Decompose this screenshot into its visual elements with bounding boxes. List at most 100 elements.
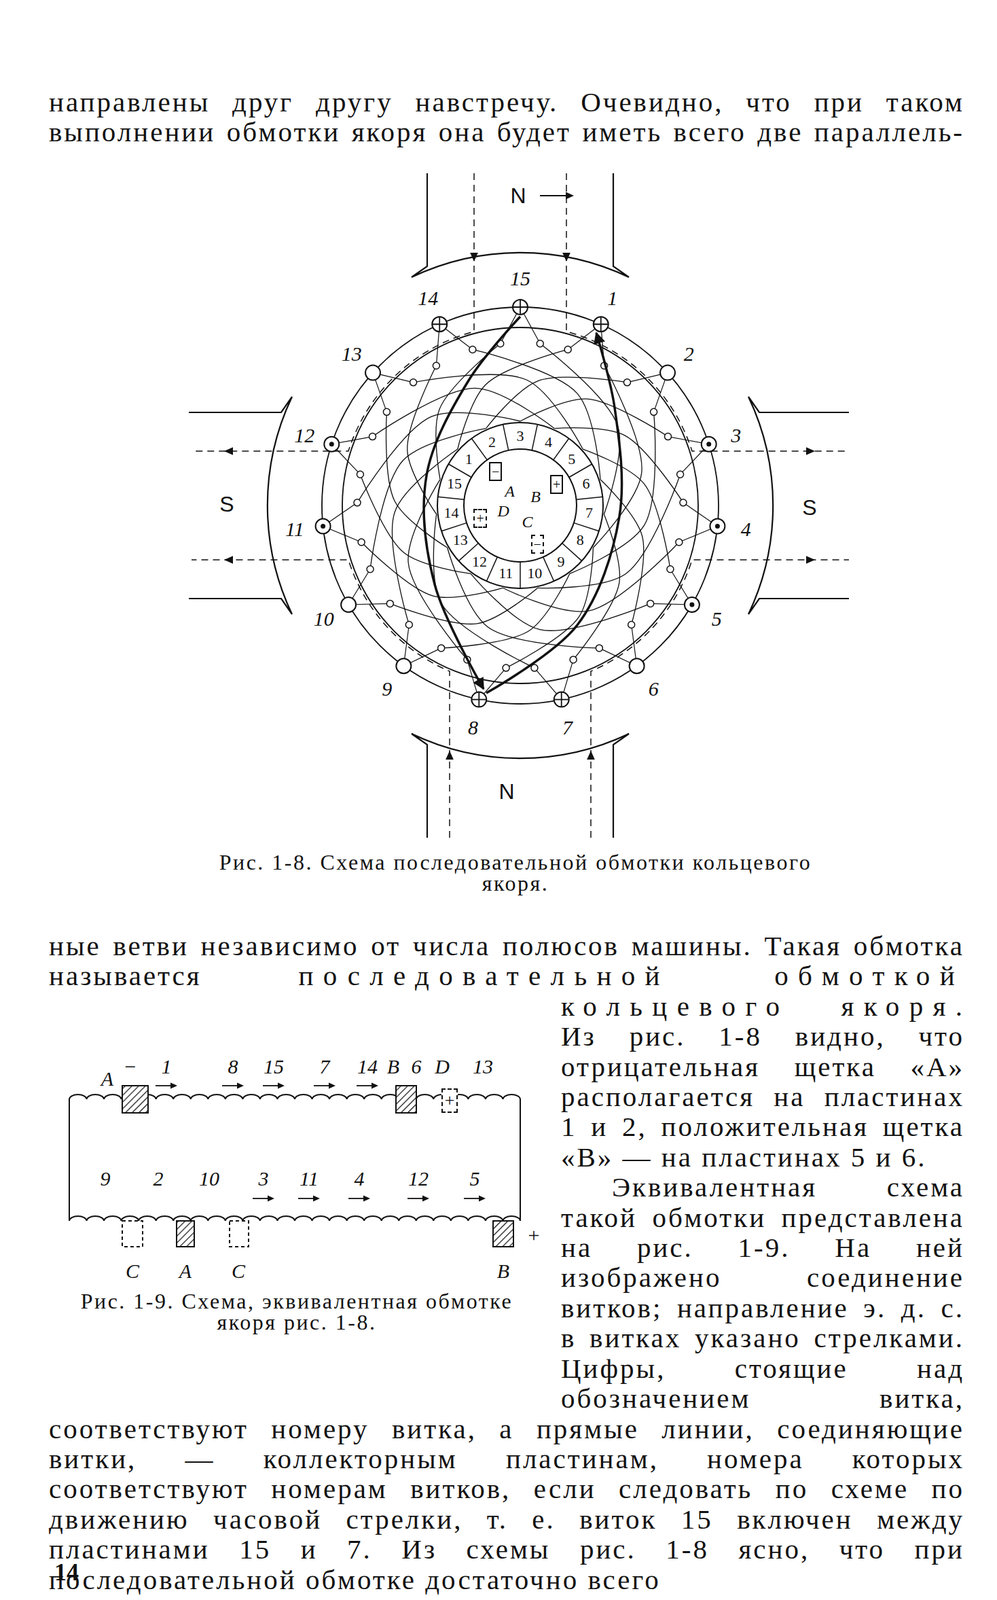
coil-number: 3 (729, 425, 743, 446)
magnet-pole (411, 173, 629, 278)
conductor-symbol (315, 518, 331, 534)
armature-ring (342, 327, 699, 684)
conductor-symbol (431, 316, 447, 332)
inner-conductor (386, 599, 394, 607)
brush-letter: B (495, 1260, 511, 1281)
circuit-label: 12 (406, 1168, 430, 1189)
commutator-segment: 4 (544, 433, 553, 451)
brush-symbol (122, 1220, 143, 1247)
emf-arrow (407, 1195, 430, 1202)
pole-label: S (800, 496, 818, 519)
commutator (437, 422, 604, 589)
winding-wire (389, 587, 538, 624)
winding-wire (372, 387, 555, 437)
polarity-sign: + (527, 1224, 542, 1245)
inner-conductor (677, 470, 684, 478)
magnet-pole (748, 396, 849, 614)
winding-wire (447, 547, 600, 648)
commutator-segment-border (441, 522, 467, 532)
winding-wire (472, 349, 601, 479)
commutator-segment: 5 (567, 450, 576, 468)
node-text: 13 (452, 532, 468, 548)
coil-number: 2 (682, 343, 696, 365)
inner-conductor (628, 621, 636, 629)
flux-arrow (586, 750, 595, 760)
commutator-segment-border (576, 496, 604, 500)
commutator (463, 448, 577, 562)
commutator-segment: 15 (446, 475, 463, 492)
circuit-label: D (433, 1056, 451, 1077)
conductor-symbol (593, 316, 609, 332)
node-text: 1 (465, 451, 473, 467)
inner-conductor (675, 538, 683, 546)
coil-number: 15 (508, 268, 532, 289)
coil-number: 8 (466, 717, 480, 738)
brush-symbol (493, 1220, 514, 1247)
node-text: 6 (582, 476, 591, 492)
node-text: − (533, 537, 542, 551)
brush-letter: B (529, 488, 542, 505)
commutator-segment: 6 (582, 475, 591, 492)
body-paragraph: ные ветви независимо от числа полюсов ма… (48, 930, 965, 1172)
emf-arrow (463, 1195, 486, 1202)
conductor-symbol (340, 596, 356, 612)
inner-conductor (383, 408, 390, 415)
inner-conductor (564, 345, 572, 353)
brush-box: − (531, 534, 545, 554)
conductor-symbol (512, 299, 528, 315)
body-paragraph: Эквивалентная схема такой обмотки предст… (48, 1171, 965, 1594)
conductor-symbol (684, 596, 700, 612)
brush-symbol (395, 1085, 417, 1113)
commutator-segment: 9 (556, 553, 566, 570)
emf-arrow (298, 1195, 320, 1202)
winding-wire (436, 343, 501, 480)
flux-direction-arrow (539, 194, 568, 197)
emphasis-text: последовательной обмоткой кольцевого яко… (298, 959, 966, 1021)
conductor-symbol (660, 365, 676, 381)
circuit-label: 14 (355, 1056, 379, 1077)
commutator-segment: 13 (452, 531, 469, 549)
emf-arrow (252, 1195, 275, 1202)
commutator-segment: 12 (471, 553, 488, 570)
inner-conductor (536, 340, 544, 348)
flux-line (590, 559, 849, 838)
magnet-pole (188, 396, 293, 614)
commutator-segment-border (543, 556, 555, 582)
equivalent-circuit-figure (69, 1082, 521, 1247)
inner-conductor (368, 433, 376, 441)
figure-caption: Рис. 1-8. Схема последовательной обмотки… (209, 851, 822, 894)
winding-wire (433, 514, 535, 668)
circuit-label: 3 (257, 1168, 271, 1189)
coil-number: 14 (416, 287, 440, 309)
brush-letter: C (124, 1260, 141, 1281)
conductor-symbol (323, 436, 339, 452)
flux-arrow (445, 750, 454, 760)
conductor-symbol (709, 518, 725, 534)
conductor-symbol (395, 658, 411, 674)
winding-wire (407, 365, 437, 515)
commutator-segment-border (519, 561, 521, 589)
node-text: 7 (585, 505, 593, 521)
node-text: 11 (498, 565, 513, 581)
inner-conductor (410, 378, 418, 386)
winding-wire (537, 474, 681, 588)
node-text: 10 (527, 565, 542, 581)
brush-letter: A (503, 482, 517, 500)
commutator-segment: 14 (443, 504, 460, 521)
commutator-segment: 7 (584, 504, 594, 521)
inner-conductor (356, 470, 364, 478)
inner-conductor (650, 408, 658, 415)
circuit-label: 15 (262, 1056, 286, 1077)
circuit-label: 4 (353, 1168, 367, 1189)
conductor-symbol (471, 692, 487, 708)
commutator-segment-border (486, 556, 498, 582)
inner-conductor (432, 361, 440, 369)
body-column: ные ветви независимо от числа полюсов ма… (48, 930, 965, 1594)
coil-number: 4 (739, 518, 753, 540)
commutator-segment-border (438, 496, 465, 500)
flux-arrow (224, 555, 233, 564)
flux-arrow (806, 446, 815, 456)
circuit-label: 8 (226, 1056, 240, 1077)
conductor-symbol (701, 436, 717, 452)
